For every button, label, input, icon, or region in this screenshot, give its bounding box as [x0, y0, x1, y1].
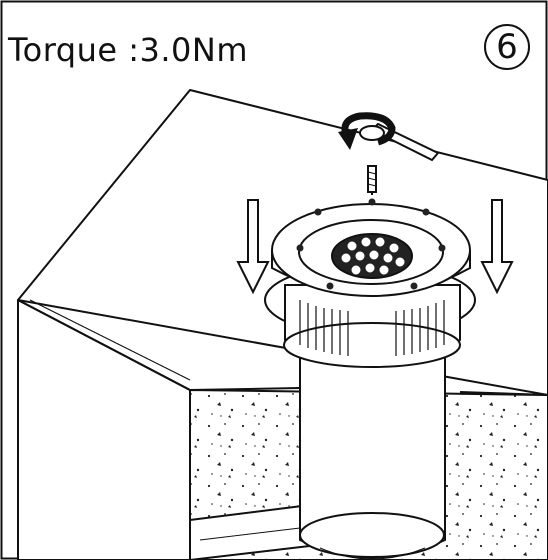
housing-ribs — [299, 300, 445, 356]
flange-screw-holes — [296, 198, 446, 290]
block-edge-front-a — [189, 387, 301, 391]
fixture-housing — [283, 284, 461, 560]
block-edge-left — [17, 299, 191, 391]
torque-label: Torque :3.0Nm — [8, 31, 249, 69]
block-bevel — [29, 299, 191, 381]
screw-icon — [367, 165, 377, 198]
block-left-face — [17, 299, 191, 560]
block-edge-front-b — [459, 391, 548, 396]
down-arrow-icon — [236, 199, 270, 295]
led-lenses — [340, 236, 406, 276]
rotation-arrow-icon — [338, 112, 396, 150]
step-number-badge: 6 — [484, 24, 530, 70]
down-arrow-icon — [480, 199, 514, 295]
